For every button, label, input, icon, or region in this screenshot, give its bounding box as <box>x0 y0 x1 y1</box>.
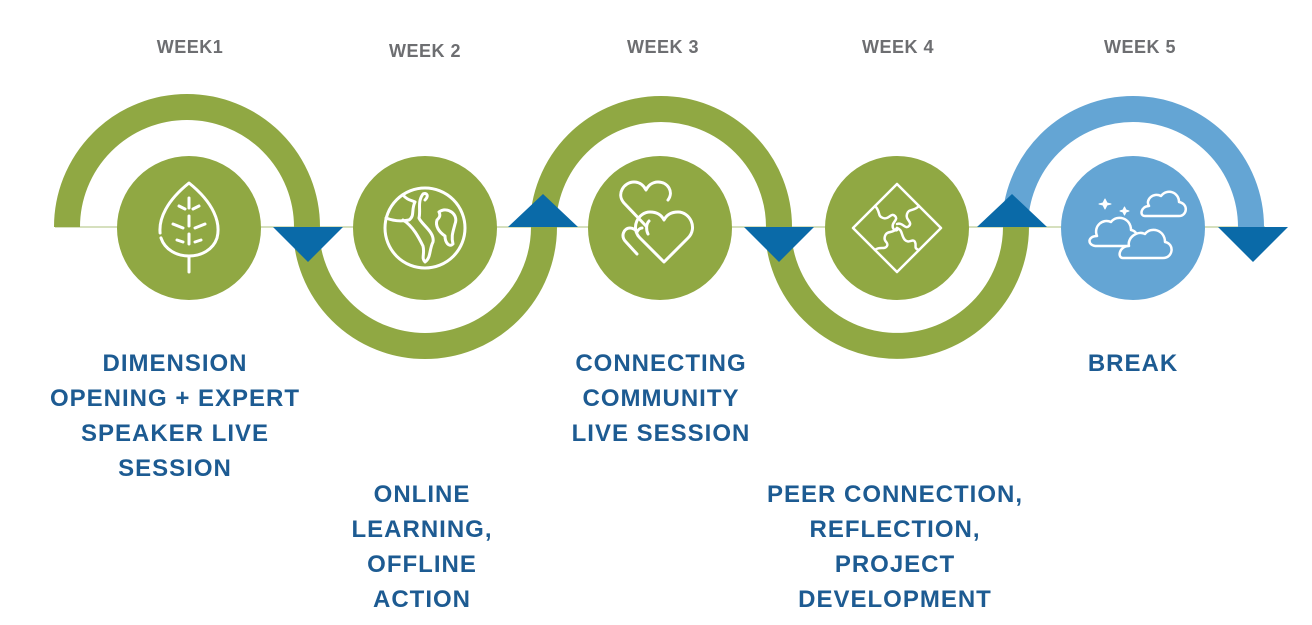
week-3-circle <box>588 156 732 300</box>
description-line: CONNECTING <box>575 350 747 377</box>
leaf-icon <box>158 181 220 274</box>
globe-icon <box>383 186 467 270</box>
description-line: PROJECT <box>834 551 956 578</box>
week-5-label: WEEK 5 <box>1103 37 1177 57</box>
week-1-description: DIMENSION OPENING + EXPERT SPEAKER LIVE … <box>50 346 300 486</box>
arrow-up-2 <box>508 194 578 227</box>
puzzle-icon <box>851 182 943 274</box>
description-line: OFFLINE <box>367 551 477 578</box>
week-1-label: WEEK1 <box>156 37 224 57</box>
description-line: DEVELOPMENT <box>798 586 992 613</box>
week-2-description: ONLINE LEARNING, OFFLINE ACTION <box>352 477 493 617</box>
description-line: OPENING + EXPERT <box>49 385 301 412</box>
arrow-down-3 <box>744 227 814 262</box>
clouds-icon <box>1088 190 1187 260</box>
week-3-description: CONNECTING COMMUNITY LIVE SESSION <box>572 346 751 451</box>
description-line: LIVE SESSION <box>571 420 751 447</box>
week-2-label: WEEK 2 <box>388 41 462 61</box>
arc-week-5 <box>1002 96 1264 228</box>
arc-week-1 <box>54 94 320 228</box>
arc-week-4 <box>765 226 1029 359</box>
arrow-down-5 <box>1218 227 1288 262</box>
arrow-up-4 <box>977 194 1047 227</box>
week-3-label: WEEK 3 <box>626 37 700 57</box>
description-line: LEARNING, <box>351 516 493 543</box>
week-5-circle <box>1061 156 1205 300</box>
description-line: SESSION <box>118 455 232 482</box>
week-1-circle <box>117 156 261 300</box>
week-4-label: WEEK 4 <box>861 37 935 57</box>
week-5-description: BREAK <box>1088 346 1178 381</box>
description-line: DIMENSION <box>102 350 248 377</box>
description-line: REFLECTION, <box>809 516 981 543</box>
arc-week-3 <box>530 96 792 228</box>
description-line: ONLINE <box>373 481 471 508</box>
arrow-down-1 <box>273 227 343 262</box>
description-line: BREAK <box>1087 350 1179 377</box>
description-line: COMMUNITY <box>582 385 740 412</box>
hearts-icon <box>619 180 694 264</box>
description-line: ACTION <box>373 586 471 613</box>
week-2-circle <box>353 156 497 300</box>
description-line: SPEAKER LIVE <box>80 420 270 447</box>
arc-week-2 <box>293 226 557 359</box>
week-4-description: PEER CONNECTION, REFLECTION, PROJECT DEV… <box>767 477 1023 617</box>
description-line: PEER CONNECTION, <box>766 481 1024 508</box>
